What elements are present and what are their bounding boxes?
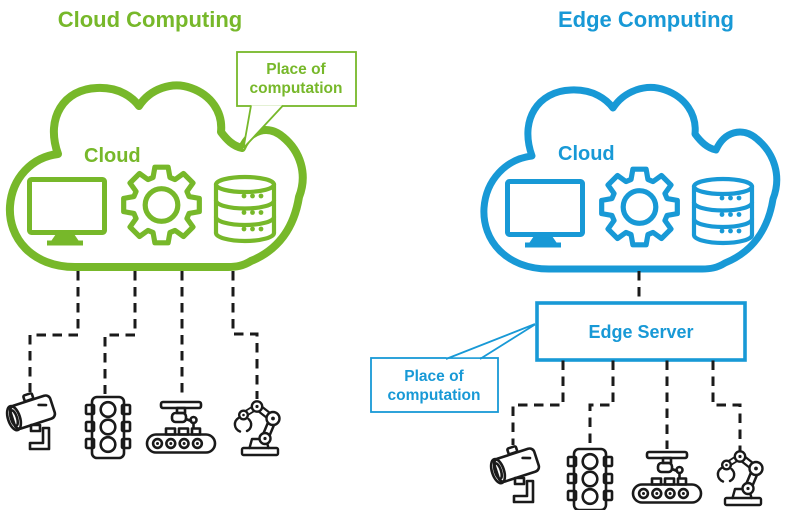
- robot-arm-icon: [718, 451, 763, 505]
- edge-server-box: [535, 301, 747, 362]
- callout-place-of-computation: Place of computation: [236, 51, 357, 149]
- callout-box: [370, 357, 499, 413]
- callout-text-line1: Place of: [404, 368, 464, 385]
- cloud-label: Cloud: [558, 143, 615, 165]
- edge-server: Edge Server: [535, 301, 747, 362]
- callout-text-line1: Place of: [266, 61, 326, 78]
- callout-box: [236, 51, 357, 107]
- dashed-connector: [511, 360, 565, 445]
- edge-server-label: Edge Server: [588, 322, 693, 342]
- dashed-connector: [588, 360, 615, 446]
- callout-text-line2: computation: [388, 387, 481, 404]
- edge-computing-section: Edge Computing Cloud Edge Server Place o…: [370, 7, 777, 510]
- cloud-computing-section: Cloud Computing Cloud Place of computati…: [1, 7, 357, 460]
- database-icon: [216, 177, 274, 241]
- edge-computing-title: Edge Computing: [558, 7, 734, 32]
- security-camera-icon: [1, 386, 58, 451]
- cloud-label: Cloud: [84, 145, 141, 167]
- dashed-connector: [28, 271, 80, 392]
- callout-text-line2: computation: [250, 80, 343, 97]
- robot-arm-icon: [235, 401, 280, 455]
- callout-place-of-computation: Place of computation: [370, 323, 536, 413]
- database-icon: [694, 179, 752, 243]
- security-camera-icon: [485, 439, 542, 504]
- gear-icon: [602, 169, 678, 245]
- monitor-icon: [30, 180, 105, 246]
- cloud-computing-title: Cloud Computing: [58, 7, 243, 32]
- conveyor-belt-icon: [145, 400, 217, 454]
- callout-tail-lines: [242, 104, 284, 149]
- gear-icon: [124, 167, 200, 243]
- callout-tail-lines: [445, 323, 536, 360]
- dashed-connector: [103, 271, 137, 394]
- dashed-connector: [711, 360, 742, 451]
- monitor-icon: [508, 182, 583, 248]
- traffic-light-icon: [566, 447, 614, 510]
- conveyor-belt-icon: [631, 450, 703, 504]
- traffic-light-icon: [84, 395, 132, 460]
- dashed-connector: [231, 271, 259, 399]
